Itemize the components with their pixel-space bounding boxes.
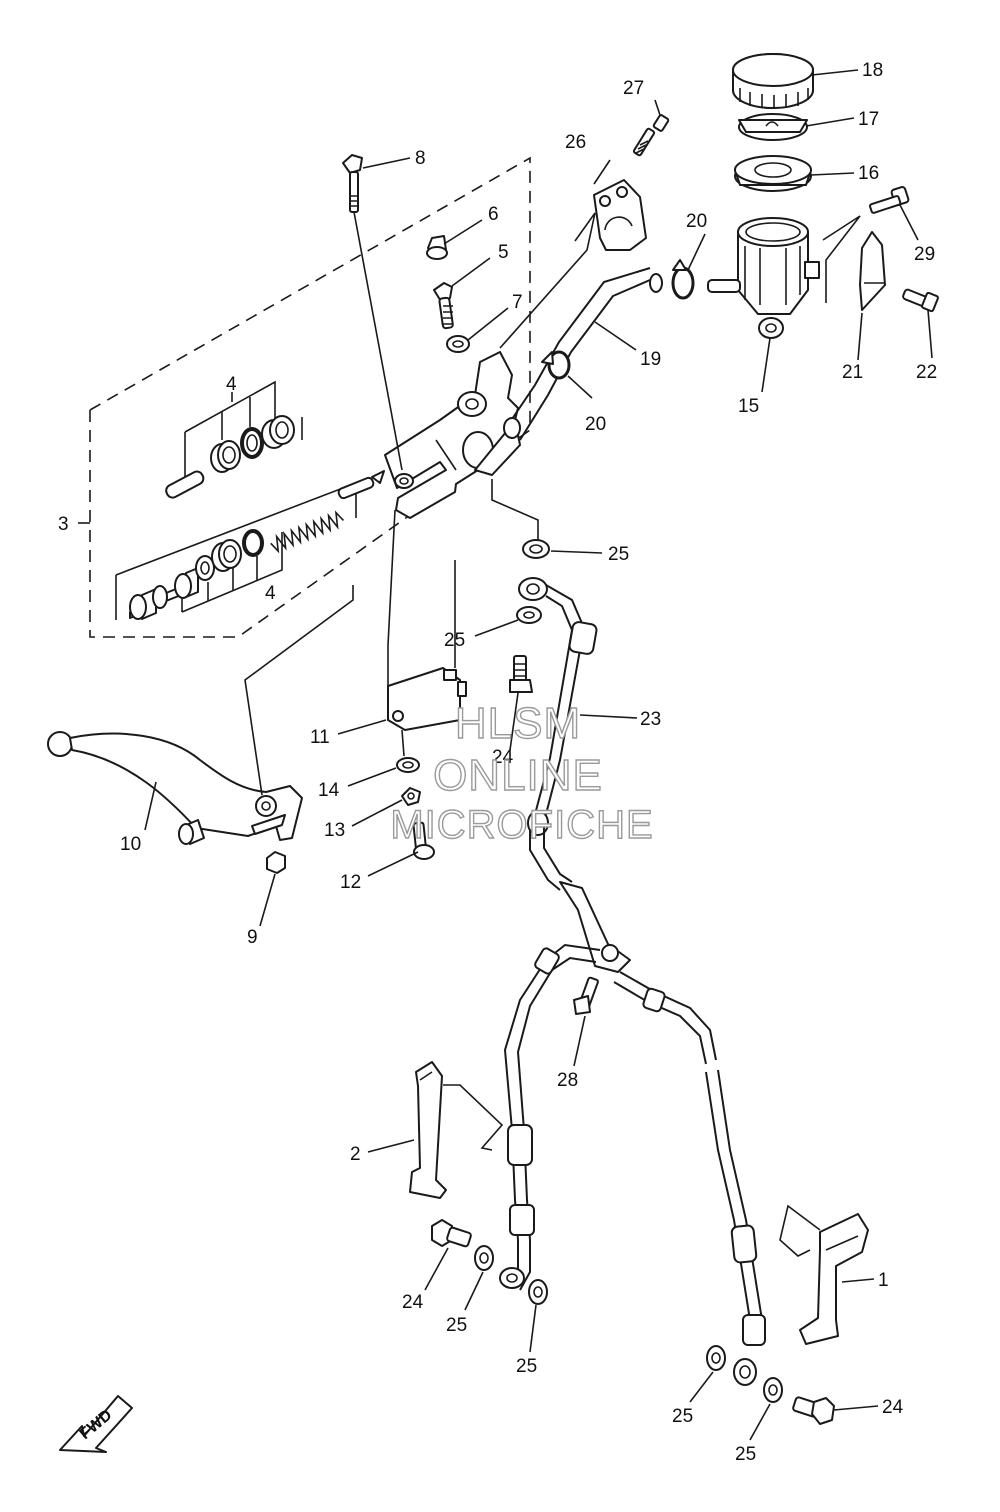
callout-19: 19 xyxy=(640,349,661,370)
clamp-bolt-27 xyxy=(632,114,670,157)
callout-24-upper: 24 xyxy=(492,747,514,768)
switch-washer-14 xyxy=(396,757,420,773)
banjo-washer-25-left-b xyxy=(528,1279,548,1305)
callout-25-left-a: 25 xyxy=(446,1315,467,1336)
brake-hose-upper xyxy=(518,577,598,891)
watermark-line-3: MICROFICHE xyxy=(390,803,653,847)
hose-clip-upper xyxy=(671,259,695,300)
callout-25-hose: 25 xyxy=(444,630,465,651)
callout-14: 14 xyxy=(318,780,340,801)
brake-light-switch xyxy=(387,667,467,731)
master-cylinder-kit-boundary xyxy=(78,156,531,638)
joint-bolt-28 xyxy=(573,976,599,1015)
callout-28: 28 xyxy=(557,1070,578,1091)
banjo-washer-25-left-a xyxy=(474,1245,494,1271)
banjo-washer-upper xyxy=(522,539,550,559)
callout-29: 29 xyxy=(914,244,935,265)
reservoir-bracket xyxy=(859,231,886,311)
bracket-bolt-29 xyxy=(869,186,910,214)
push-rod xyxy=(337,470,385,500)
master-cylinder-body xyxy=(384,351,521,519)
callout-10: 10 xyxy=(120,834,141,855)
callout-1: 1 xyxy=(878,1270,889,1291)
banjo-washer-25-b xyxy=(516,606,542,624)
piston-rod-small xyxy=(165,470,205,499)
reservoir-hose xyxy=(503,267,663,441)
callout-20-lower: 20 xyxy=(585,414,606,435)
cup-seal xyxy=(210,440,241,473)
clamp-holder xyxy=(593,179,647,251)
banjo-washer-25-right-b xyxy=(763,1377,783,1403)
callout-26: 26 xyxy=(565,132,586,153)
callout-7: 7 xyxy=(512,292,523,313)
bleeder-cap xyxy=(426,235,448,260)
callout-23: 23 xyxy=(640,709,661,730)
callout-2: 2 xyxy=(350,1144,361,1165)
callout-25-top: 25 xyxy=(608,544,629,565)
union-bolt-24-upper xyxy=(509,655,533,693)
hose-guide-1 xyxy=(799,1213,869,1345)
callout-25-right-a: 25 xyxy=(672,1406,693,1427)
lever-nut xyxy=(266,851,286,874)
bleeder-screw xyxy=(433,282,454,330)
copper-washer-7 xyxy=(446,335,470,353)
watermark: HLSM ONLINE MICROFICHE xyxy=(390,698,654,847)
callout-4-upper: 4 xyxy=(226,374,237,395)
o-ring-seal xyxy=(240,427,264,459)
callout-20-upper: 20 xyxy=(686,211,707,232)
brake-lever xyxy=(47,731,303,845)
union-bolt-24-left xyxy=(431,1219,472,1248)
callout-12: 12 xyxy=(340,872,361,893)
callout-27: 27 xyxy=(623,78,644,99)
callout-3: 3 xyxy=(58,514,69,535)
callout-11: 11 xyxy=(310,727,330,748)
watermark-line-1: HLSM xyxy=(455,699,581,748)
callout-22: 22 xyxy=(916,362,937,383)
diaphragm-plate xyxy=(738,113,808,141)
callout-16: 16 xyxy=(858,163,879,184)
callout-6: 6 xyxy=(488,204,499,225)
callout-18: 18 xyxy=(862,60,883,81)
fwd-arrow-icon: FWD xyxy=(59,1395,133,1453)
return-spring xyxy=(270,510,345,554)
bracket-screw-22 xyxy=(902,288,939,313)
watermark-line-2: ONLINE xyxy=(433,751,603,800)
callout-25-left-b: 25 xyxy=(516,1356,537,1377)
clip-lower-kit xyxy=(242,529,264,557)
callout-17: 17 xyxy=(858,109,879,130)
callout-24-right: 24 xyxy=(882,1397,904,1418)
callout-24-left: 24 xyxy=(402,1292,424,1313)
union-bolt-24-right xyxy=(792,1396,835,1425)
reservoir-tank xyxy=(707,217,820,339)
callout-25-right-b: 25 xyxy=(735,1444,756,1465)
pivot-bolt-8 xyxy=(342,154,363,213)
callout-9: 9 xyxy=(247,927,258,948)
callouts: 1 2 3 4 4 5 6 7 8 9 10 11 12 13 14 15 16… xyxy=(58,60,937,1465)
hose-joint xyxy=(499,881,766,1386)
callout-13: 13 xyxy=(324,820,345,841)
callout-21: 21 xyxy=(842,362,863,383)
callout-4-lower: 4 xyxy=(265,583,276,604)
callout-5: 5 xyxy=(498,242,509,263)
hose-guide-2 xyxy=(409,1061,447,1199)
piston-assembly xyxy=(129,567,199,620)
cup-lower-kit xyxy=(211,539,242,572)
callout-15: 15 xyxy=(738,396,759,417)
leader-lines xyxy=(144,69,933,1441)
seal-kit-lower xyxy=(115,470,385,620)
hose-clip-lower xyxy=(541,350,571,380)
callout-8: 8 xyxy=(415,148,426,169)
switch-screw-12 xyxy=(412,821,435,860)
piston-cup xyxy=(261,415,295,449)
switch-washer-13 xyxy=(401,787,421,806)
diaphragm xyxy=(734,155,812,192)
washer-lower-kit xyxy=(195,555,215,581)
seal-kit-upper xyxy=(165,380,303,499)
reservoir-cap xyxy=(732,53,814,109)
banjo-washer-25-right-a xyxy=(706,1345,726,1371)
